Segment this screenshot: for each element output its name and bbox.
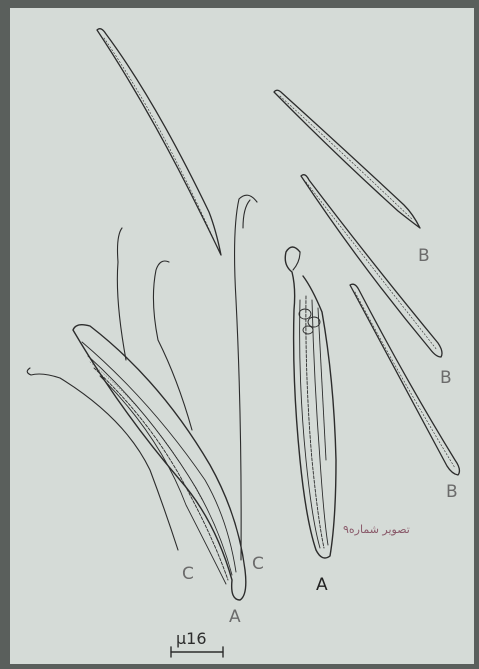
label-a-1: A bbox=[229, 609, 241, 626]
label-a-2: A bbox=[316, 577, 328, 594]
ascus-a-left bbox=[73, 325, 246, 600]
label-c-1: C bbox=[182, 566, 194, 583]
scale-bar-label: µ16 bbox=[176, 631, 207, 647]
label-c-2: C bbox=[252, 556, 264, 573]
filament-c-center bbox=[235, 195, 257, 560]
label-b-1: B bbox=[418, 248, 430, 265]
scale-bar-line bbox=[171, 647, 223, 657]
label-b-3: B bbox=[446, 484, 458, 501]
cell-b-top-left bbox=[97, 29, 221, 255]
cell-b-top-right bbox=[274, 90, 420, 228]
label-b-2: B bbox=[440, 370, 452, 387]
figure-caption: تصویر شماره۹ bbox=[343, 524, 410, 535]
ascus-a-right bbox=[285, 247, 336, 558]
